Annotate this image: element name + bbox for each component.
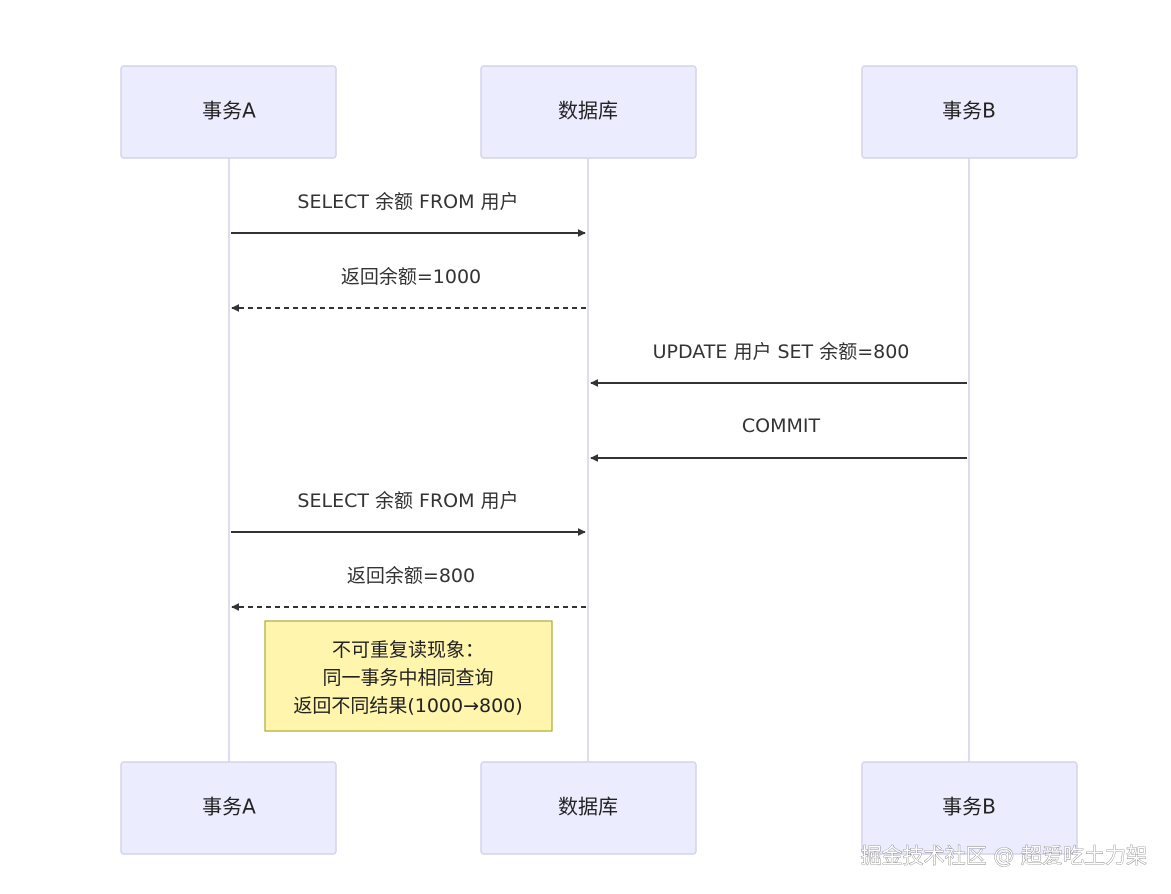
note-line-2: 同一事务中相同查询 [322, 667, 493, 689]
message-3: UPDATE 用户 SET 余额=800 [590, 341, 967, 387]
actor-label: 数据库 [558, 99, 618, 123]
actor-bottom-database: 数据库 [480, 761, 697, 855]
message-label: SELECT 余额 FROM 用户 [297, 490, 518, 512]
message-label: UPDATE 用户 SET 余额=800 [653, 341, 910, 363]
actor-top-transaction-a: 事务A [120, 65, 337, 159]
actor-top-database: 数据库 [480, 65, 697, 159]
actor-label: 事务B [942, 99, 996, 123]
message-4: COMMIT [590, 415, 967, 462]
actor-label: 事务A [202, 99, 256, 123]
message-2: 返回余额=1000 [231, 266, 586, 312]
message-1: SELECT 余额 FROM 用户 [231, 191, 586, 237]
message-6: 返回余额=800 [231, 565, 586, 611]
actor-top-transaction-b: 事务B [861, 65, 1078, 159]
note: 不可重复读现象： 同一事务中相同查询 返回不同结果(1000→800) [264, 620, 553, 732]
note-line-3: 返回不同结果(1000→800) [293, 695, 522, 717]
message-label: COMMIT [742, 415, 821, 437]
message-5: SELECT 余额 FROM 用户 [231, 490, 586, 536]
actor-bottom-transaction-a: 事务A [120, 761, 337, 855]
actor-label: 数据库 [558, 795, 618, 819]
watermark-text: 掘金技术社区 @ 超爱吃土力架 [861, 844, 1147, 868]
message-label: 返回余额=1000 [341, 266, 481, 288]
actor-label: 事务A [202, 795, 256, 819]
actor-label: 事务B [942, 795, 996, 819]
message-label: SELECT 余额 FROM 用户 [297, 191, 518, 213]
actor-bottom-transaction-b: 事务B [861, 761, 1078, 855]
message-label: 返回余额=800 [347, 565, 475, 587]
note-line-1: 不可重复读现象： [332, 639, 484, 661]
